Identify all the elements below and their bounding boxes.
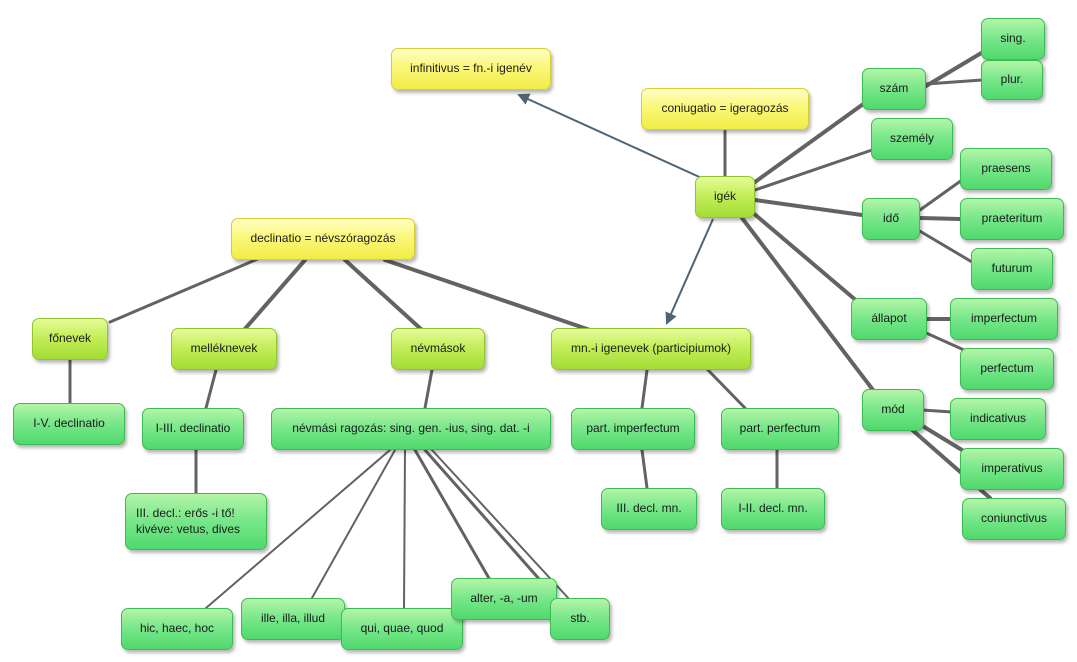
node-stb[interactable]: stb. xyxy=(550,598,610,640)
node-ille[interactable]: ille, illa, illud xyxy=(241,598,345,640)
node-part-perfectum[interactable]: part. perfectum xyxy=(721,408,839,450)
link-igek-ido xyxy=(753,198,864,217)
node-III-decl-mn[interactable]: III. decl. mn. xyxy=(601,488,697,530)
node-praeteritum[interactable]: praeteritum xyxy=(960,198,1064,240)
node-allapot[interactable]: állapot xyxy=(851,298,927,340)
link-declinatio-nevmasok xyxy=(343,258,424,332)
node-alter[interactable]: alter, -a, -um xyxy=(451,578,557,620)
link-nevmasok-nevmasi-ragozas xyxy=(423,368,434,410)
link-szam-sing xyxy=(924,50,985,88)
node-imperativus[interactable]: imperativus xyxy=(960,448,1064,490)
link-igek-allapot xyxy=(750,210,860,304)
decl-III-line-1: III. decl.: erős -i tő! xyxy=(136,505,235,520)
link-declinatio-melleknevek xyxy=(242,258,307,332)
link-ragozas-stb xyxy=(431,449,571,601)
node-part-imperfectum[interactable]: part. imperfectum xyxy=(571,408,695,450)
link-ido-futurum xyxy=(916,228,974,264)
link-igek-szam xyxy=(753,100,868,184)
link-declinatio-mn-igenevek xyxy=(383,258,592,332)
node-declinatio[interactable]: declinatio = névszóragozás xyxy=(231,218,415,260)
node-coniunctivus[interactable]: coniunctivus xyxy=(962,498,1066,540)
node-szemely[interactable]: személy xyxy=(871,118,953,160)
link-ragozas-hic xyxy=(205,449,391,609)
link-melleknevek-decl-I-III xyxy=(204,368,218,410)
link-ragozas-qui xyxy=(403,449,406,609)
node-fonevek[interactable]: főnevek xyxy=(32,318,108,360)
node-imperfectum[interactable]: imperfectum xyxy=(950,298,1058,340)
node-plur[interactable]: plur. xyxy=(981,60,1043,100)
link-mod-imperativus xyxy=(914,420,964,452)
node-coniugatio[interactable]: coniugatio = igeragozás xyxy=(641,88,809,130)
node-qui[interactable]: qui, quae, quod xyxy=(341,608,463,650)
link-ido-praesens xyxy=(918,178,964,212)
link-ragozas-alter xyxy=(413,448,492,582)
node-indicativus[interactable]: indicativus xyxy=(950,398,1046,440)
node-praesens[interactable]: praesens xyxy=(960,148,1052,190)
node-nevmasi-ragozas[interactable]: névmási ragozás: sing. gen. -ius, sing. … xyxy=(271,408,551,450)
arrow-igek-mn-igenevek xyxy=(665,218,714,325)
node-ido[interactable]: idő xyxy=(862,198,920,240)
decl-III-line-2: kivéve: vetus, dives xyxy=(136,521,241,536)
node-hic[interactable]: hic, haec, hoc xyxy=(121,608,233,650)
node-igek[interactable]: igék xyxy=(695,176,755,218)
link-mod-indicativus xyxy=(920,408,954,414)
link-allapot-perfectum xyxy=(922,330,966,352)
node-decl-I-III[interactable]: I-III. declinatio xyxy=(142,408,244,450)
node-perfectum[interactable]: perfectum xyxy=(960,348,1054,390)
link-igek-szemely xyxy=(753,148,874,192)
link-szam-plur xyxy=(924,78,984,86)
arrow-igek-infinitivus xyxy=(517,93,707,181)
node-I-II-decl-mn[interactable]: I-II. decl. mn. xyxy=(721,488,825,530)
link-mn-igenevek-part-imperfectum xyxy=(640,368,649,410)
node-mn-igenevek[interactable]: mn.-i igenevek (participiumok) xyxy=(551,328,751,370)
link-mn-igenevek-part-perfectum xyxy=(706,368,747,410)
node-decl-I-V[interactable]: I-V. declinatio xyxy=(13,403,125,445)
link-part-imperfectum-III-decl-mn xyxy=(640,448,649,490)
node-mod[interactable]: mód xyxy=(862,389,924,431)
link-igek-mod xyxy=(740,216,875,392)
node-infinitivus[interactable]: infinitivus = fn.-i igenév xyxy=(391,48,551,90)
node-decl-III[interactable]: III. decl.: erős -i tő! kivéve: vetus, d… xyxy=(125,493,267,550)
link-ragozas-ille xyxy=(311,449,396,599)
node-melleknevek[interactable]: melléknevek xyxy=(171,328,277,370)
node-szam[interactable]: szám xyxy=(862,68,926,110)
link-ragozas-alter-2 xyxy=(423,448,542,582)
node-nevmasok[interactable]: névmások xyxy=(391,328,485,370)
node-sing[interactable]: sing. xyxy=(981,18,1045,60)
node-futurum[interactable]: futurum xyxy=(971,248,1053,290)
link-declinatio-fonevek xyxy=(108,256,262,324)
link-ido-praeteritum xyxy=(918,216,962,221)
